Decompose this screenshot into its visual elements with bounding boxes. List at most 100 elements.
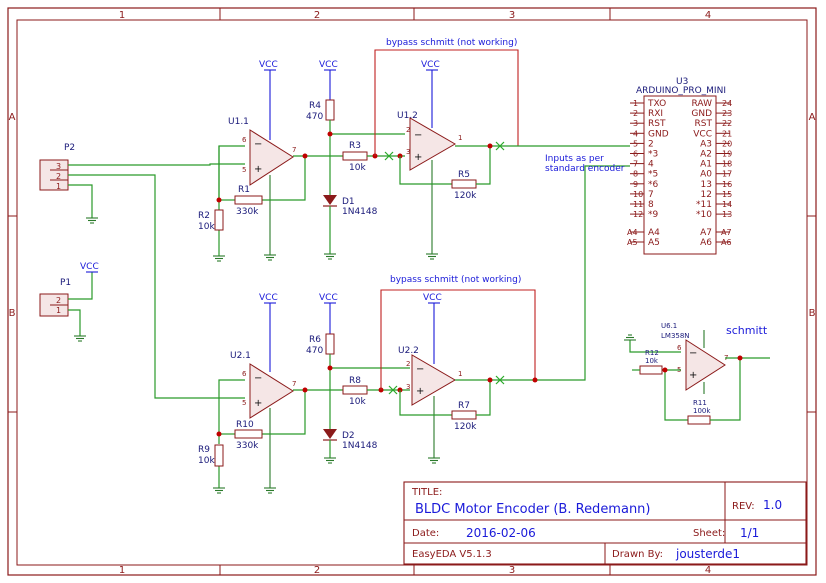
u1-2-pin3: 3 (406, 148, 410, 156)
r5-value: 120k (454, 191, 477, 201)
r3-value: 10k (349, 163, 366, 173)
u1-2-ref: U1.2 (397, 111, 418, 121)
mcu-right-pin-num-9: 15 (722, 190, 732, 199)
tool-version: EasyEDA V5.1.3 (412, 549, 492, 560)
mcu-right-pin-label-0: RAW (692, 99, 713, 109)
r5-ref: R5 (458, 170, 470, 180)
mcu-left-pin-label-10: 8 (648, 200, 654, 210)
resistor-r1[interactable]: R1 330k (234, 185, 263, 217)
resistor-r11[interactable]: R11 100k (687, 399, 711, 425)
svg-text:+: + (689, 370, 697, 381)
svg-text:−: − (254, 373, 262, 384)
mcu-left-pin-num-6: 7 (633, 160, 638, 169)
vcc-label-p1: VCC (80, 262, 99, 272)
mcu-right-pin-num-8: 16 (722, 180, 732, 189)
u6-1-ref: U6.1 (661, 322, 677, 330)
r7-ref: R7 (458, 401, 470, 411)
resistor-r2[interactable]: R2 10k (198, 209, 224, 232)
r2-value: 10k (198, 222, 215, 232)
title-label: TITLE: (411, 487, 442, 498)
vcc-label-r4: VCC (319, 60, 338, 70)
mcu-left-pin-label-11: *9 (648, 210, 659, 220)
mcu-right-pin-num-5: 19 (722, 150, 732, 159)
u2-2-pin3: 3 (406, 383, 410, 391)
date-label: Date: (412, 528, 439, 539)
row-label-b-right: B (809, 308, 816, 319)
diode-d2[interactable]: D2 1N4148 (323, 429, 378, 451)
mcu-left-pin-label-2: RST (648, 119, 666, 129)
u1-1-pin7: 7 (292, 146, 296, 154)
mcu-left-bottom-num-0: A4 (627, 228, 638, 237)
opamp-u2-1[interactable]: U2.1 6 5 7 − + (230, 351, 296, 419)
u1-1-pin5: 5 (242, 166, 246, 174)
svg-text:+: + (254, 398, 262, 409)
mcu-right-pin-label-2: RST (695, 119, 713, 129)
connector-p1[interactable]: P1 2 1 (39, 278, 71, 317)
mcu-left-pin-num-9: 10 (633, 190, 643, 199)
mcu-left-bottom-label-1: A5 (648, 238, 660, 248)
resistor-r12[interactable]: R12 10k (639, 349, 663, 375)
r6-value: 470 (306, 346, 323, 356)
resistor-r3[interactable]: R3 10k (342, 141, 368, 173)
title-block: TITLE: BLDC Motor Encoder (B. Redemann) … (403, 481, 807, 565)
diode-d1[interactable]: D1 1N4148 (323, 195, 378, 217)
mcu-left-pin-label-7: *5 (648, 170, 658, 180)
connector-p2[interactable]: P2 3 2 1 (39, 143, 75, 191)
mcu-left-pin-num-2: 3 (633, 119, 638, 128)
svg-text:−: − (416, 364, 424, 375)
col-label-1: 1 (119, 10, 125, 21)
col-label-3-bottom: 3 (509, 565, 515, 576)
r11-ref: R11 (693, 399, 707, 407)
svg-text:−: − (254, 139, 262, 150)
u1-2-pin2: 2 (406, 126, 410, 134)
r10-ref: R10 (236, 420, 254, 430)
mcu-right-pin-label-7: A0 (700, 170, 712, 180)
resistor-r10[interactable]: R10 330k (234, 420, 263, 451)
resistor-r8[interactable]: R8 10k (342, 376, 368, 407)
u1-1-ref: U1.1 (228, 117, 249, 127)
r2-ref: R2 (198, 211, 210, 221)
mcu-right-pin-label-10: *11 (696, 200, 712, 210)
svg-text:+: + (254, 164, 262, 175)
u2-1-pin7: 7 (292, 380, 296, 388)
opamp-u2-2[interactable]: U2.2 2 3 1 − + (398, 346, 462, 406)
u3-ref: U3 (676, 77, 688, 87)
r4-value: 470 (306, 112, 323, 122)
inputs-note-line1: Inputs as per (545, 154, 604, 164)
col-label-4-bottom: 4 (705, 565, 711, 576)
mcu-right-pin-num-4: 20 (722, 139, 732, 148)
mcu-right-pin-num-6: 18 (722, 160, 732, 169)
vcc-label-u1-2: VCC (421, 60, 440, 70)
r9-ref: R9 (198, 445, 210, 455)
opamp-u1-1[interactable]: U1.1 6 5 7 − + (228, 117, 296, 186)
resistor-r7[interactable]: R7 120k (451, 401, 477, 432)
mcu-right-pin-num-3: 21 (722, 129, 732, 138)
resistor-r6[interactable]: R6 470 (306, 333, 335, 356)
svg-text:−: − (689, 348, 697, 359)
svg-text:−: − (414, 130, 422, 141)
r7-value: 120k (454, 422, 477, 432)
r12-ref: R12 (645, 349, 659, 357)
bypass-note-bottom: bypass schmitt (not working) (390, 275, 521, 285)
mcu-right-pin-num-7: 17 (722, 170, 732, 179)
inputs-note-line2: standard encoder (545, 164, 625, 174)
opamp-u6-1[interactable]: U6.1 LM358N 6 5 7 − + (661, 322, 728, 391)
mcu-left-pin-num-7: 8 (633, 170, 638, 179)
u3-name: ARDUINO_PRO_MINI (636, 86, 726, 96)
resistor-r5[interactable]: R5 120k (451, 170, 477, 201)
drawing-frame: 1 2 3 4 1 2 3 4 A B A B (7, 7, 817, 576)
opamp-u1-2[interactable]: U1.2 2 3 1 − + (397, 111, 462, 171)
sheet-label: Sheet: (693, 528, 725, 539)
schmitt-label: schmitt (726, 324, 768, 337)
d1-ref: D1 (342, 197, 355, 207)
resistor-r9[interactable]: R9 10k (198, 444, 224, 467)
mcu-right-pin-label-11: *10 (696, 210, 712, 220)
resistor-r4[interactable]: R4 470 (306, 99, 335, 122)
u6-1-part: LM358N (661, 332, 690, 340)
r10-value: 330k (236, 441, 259, 451)
drawn-by-label: Drawn By: (612, 549, 663, 560)
mcu-right-pin-num-10: 14 (722, 200, 732, 209)
mcu-left-pin-num-3: 4 (633, 129, 638, 138)
